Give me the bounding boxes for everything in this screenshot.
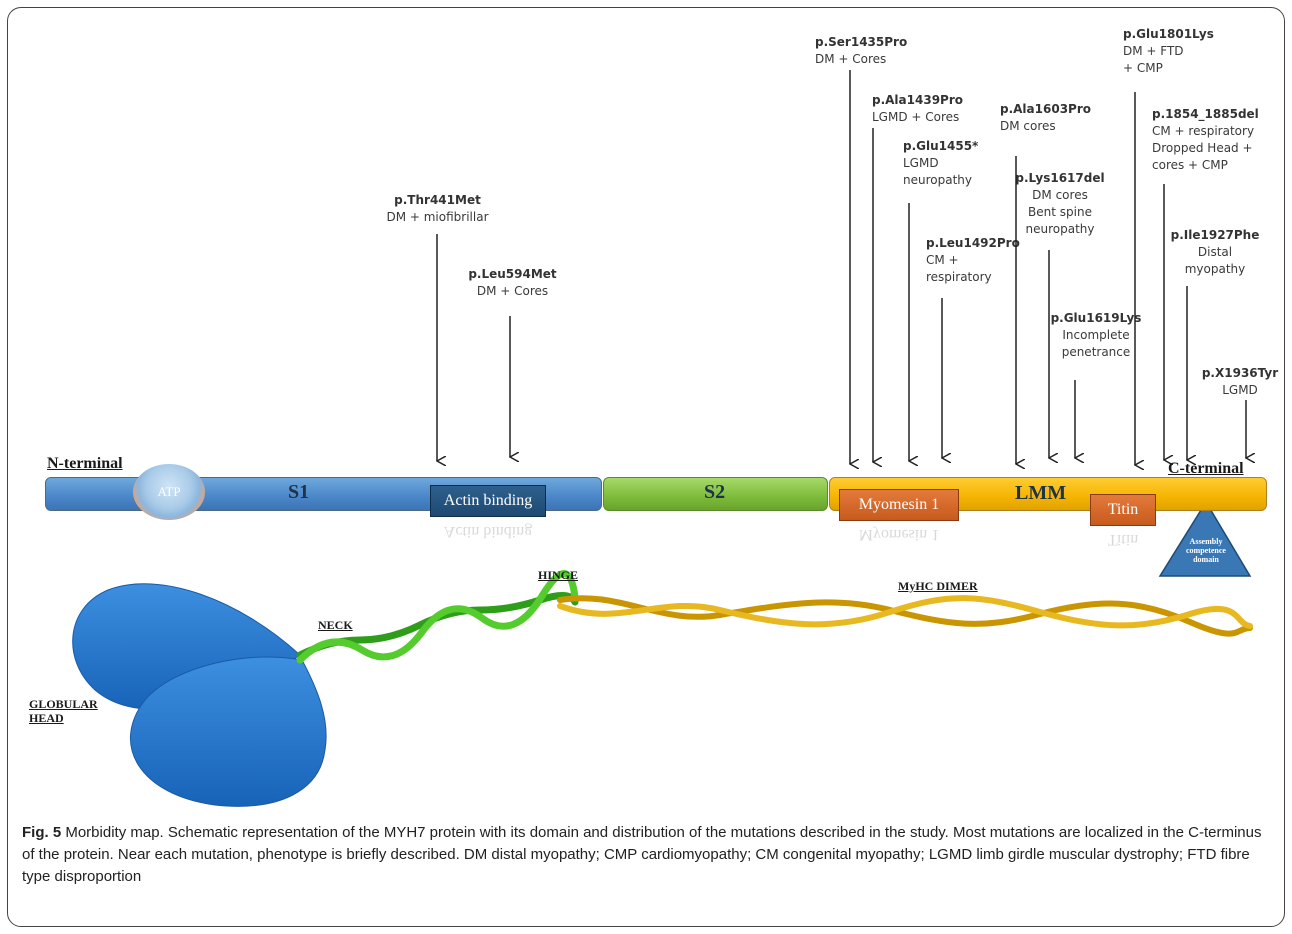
actin-binding-domain: Actin binding (430, 485, 546, 517)
actin-binding-reflection: Actin binding (443, 523, 533, 540)
mutation-phenotype: CM + respiratory (926, 253, 992, 284)
mutation-phenotype: CM + respiratory Dropped Head + cores + … (1152, 124, 1255, 172)
mutation-name: p.Leu1492Pro (926, 236, 1020, 250)
caption-label: Fig. 5 (22, 824, 62, 841)
globular-head-shape (72, 583, 327, 807)
mutation-label: p.Glu1619Lys Incomplete penetrance (1046, 310, 1146, 361)
mutation-phenotype: DM + Cores (815, 52, 887, 66)
dimer-helix (557, 595, 1253, 637)
mutation-phenotype: Incomplete penetrance (1061, 328, 1131, 359)
mutation-name: p.Glu1619Lys (1050, 311, 1142, 325)
myomesin-domain: Myomesin 1 (839, 489, 959, 521)
mutation-phenotype: DM + FTD + CMP (1123, 44, 1184, 75)
mutation-label: p.Ile1927Phe Distal myopathy (1160, 227, 1270, 278)
mutation-name: p.Ser1435Pro (815, 35, 908, 49)
lmm-label: LMM (1015, 482, 1067, 504)
dimer-label: MyHC DIMER (898, 579, 978, 593)
globular-head-label: GLOBULAR HEAD (29, 697, 98, 725)
mutation-phenotype: DM cores (1000, 119, 1056, 133)
assembly-domain-triangle (1158, 500, 1252, 577)
mutation-label: p.Ala1439Pro LGMD + Cores (872, 92, 982, 126)
mutation-phenotype: DM + Cores (476, 284, 549, 298)
mutation-name: p.Leu594Met (468, 267, 557, 281)
neck-label: NECK (318, 618, 353, 632)
mutation-phenotype: LGMD + Cores (872, 110, 960, 124)
atp-site: ATP (133, 464, 205, 520)
mutation-label: p.1854_1885del CM + respiratory Dropped … (1152, 106, 1274, 174)
mutation-name: p.Thr441Met (394, 193, 481, 207)
mutation-name: p.Ala1603Pro (1000, 102, 1092, 116)
neck-helix (296, 570, 579, 664)
caption-text: Morbidity map. Schematic representation … (22, 824, 1262, 885)
mutation-label: p.Lys1617del DM cores Bent spine neuropa… (1010, 170, 1110, 238)
s1-label: S1 (288, 481, 310, 503)
mutation-phenotype: DM cores Bent spine neuropathy (1025, 188, 1095, 236)
mutation-name: p.Ala1439Pro (872, 93, 964, 107)
figure-caption: Fig. 5 Morbidity map. Schematic represen… (22, 822, 1272, 888)
segment-s2 (603, 477, 828, 511)
mutation-phenotype: LGMD (1222, 383, 1258, 397)
titin-domain: Titin (1090, 494, 1156, 526)
mutation-label: p.Ser1435Pro DM + Cores (815, 34, 925, 68)
mutation-label: p.Ala1603Pro DM cores (1000, 101, 1100, 135)
mutation-label: p.Leu1492Pro CM + respiratory (926, 235, 1026, 286)
titin-reflection: Titin (1107, 531, 1139, 548)
mutation-name: p.X1936Tyr (1201, 366, 1279, 380)
myomesin-reflection: Myomesin 1 (858, 526, 940, 543)
mutation-label: p.Leu594Met DM + Cores (460, 266, 565, 300)
mutation-label: p.Glu1801Lys DM + FTD + CMP (1123, 26, 1223, 77)
mutation-label: p.Thr441Met DM + miofibrillar (380, 192, 495, 226)
mutation-phenotype: Distal myopathy (1184, 245, 1246, 276)
mutation-label: p.Glu1455* LGMD neuropathy (903, 138, 1003, 189)
figure-frame (7, 7, 1285, 927)
mutation-name: p.1854_1885del (1152, 107, 1259, 121)
n-terminal-label: N-terminal (47, 455, 123, 472)
assembly-domain-label: Assembly competence domain (1186, 537, 1226, 564)
mutation-name: p.Lys1617del (1015, 171, 1105, 185)
s2-label: S2 (704, 481, 726, 503)
c-terminal-label: C-terminal (1168, 460, 1244, 477)
mutation-name: p.Glu1455* (903, 139, 979, 153)
mutation-name: p.Ile1927Phe (1170, 228, 1260, 242)
mutation-name: p.Glu1801Lys (1123, 27, 1214, 41)
mutation-label: p.X1936Tyr LGMD (1195, 365, 1285, 399)
mutation-phenotype: LGMD neuropathy (903, 156, 972, 187)
hinge-label: HINGE (538, 568, 579, 582)
mutation-phenotype: DM + miofibrillar (386, 210, 489, 224)
